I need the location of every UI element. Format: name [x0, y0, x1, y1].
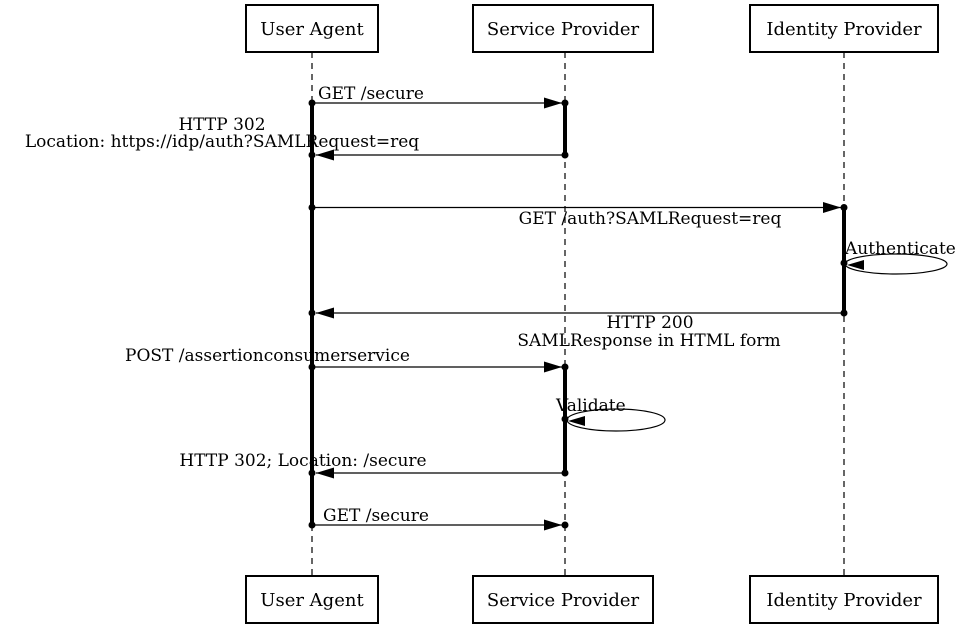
actor-label: Service Provider	[487, 19, 640, 40]
message-get-auth-samlrequest: GET /auth?SAMLRequest=req	[308, 202, 848, 229]
message-http-302-location-secure: HTTP 302; Location: /secure	[179, 451, 569, 479]
actor-head-service-provider: Service Provider	[472, 4, 654, 53]
message-label-line2: Location: https://idp/auth?SAMLRequest=r…	[25, 132, 419, 152]
arrowhead-icon	[544, 519, 562, 531]
actor-box	[749, 575, 939, 624]
endpoint-dot	[840, 309, 848, 317]
message-label: POST /assertionconsumerservice	[125, 346, 410, 366]
arrowhead-icon	[823, 202, 841, 213]
endpoint-dot	[308, 204, 316, 211]
actor-box	[749, 4, 939, 53]
actor-foot-user-agent: User Agent	[245, 575, 379, 624]
actor-label: Identity Provider	[766, 590, 922, 611]
message-get-secure-2: GET /secure	[308, 506, 569, 531]
message-label: GET /secure	[323, 506, 429, 526]
endpoint-dot	[561, 99, 569, 107]
endpoint-dot	[308, 151, 316, 159]
actor-head-user-agent: User Agent	[245, 4, 379, 53]
message-label: Authenticate	[844, 239, 956, 259]
actor-foot-identity-provider: Identity Provider	[749, 575, 939, 624]
endpoint-dot	[561, 151, 569, 159]
arrowhead-icon	[568, 416, 585, 426]
actor-label: Identity Provider	[766, 19, 922, 40]
message-http-200-samlresponse: HTTP 200 SAMLResponse in HTML form	[308, 307, 848, 351]
actor-label: User Agent	[260, 590, 364, 611]
endpoint-dot	[308, 521, 316, 529]
endpoint-dot	[308, 469, 316, 477]
actor-box	[245, 4, 379, 53]
message-http-302-redirect: HTTP 302 Location: https://idp/auth?SAML…	[25, 115, 569, 161]
actor-label: User Agent	[260, 19, 364, 40]
endpoint-dot	[561, 363, 569, 371]
endpoint-dot	[308, 99, 316, 107]
self-message-validate: Validate	[555, 396, 666, 432]
actor-box	[245, 575, 379, 624]
message-label: GET /auth?SAMLRequest=req	[519, 209, 782, 229]
arrowhead-icon	[847, 260, 864, 270]
self-message-authenticate: Authenticate	[840, 239, 956, 275]
actor-head-identity-provider: Identity Provider	[749, 4, 939, 53]
arrowhead-icon	[544, 97, 562, 109]
endpoint-dot	[308, 309, 316, 317]
endpoint-dot	[561, 521, 569, 529]
endpoint-dot	[561, 469, 569, 477]
actor-box	[472, 575, 654, 624]
message-label: Validate	[555, 396, 626, 416]
arrowhead-icon	[316, 149, 334, 161]
message-get-secure-1: GET /secure	[308, 84, 569, 109]
message-label-line1: HTTP 302	[178, 115, 265, 135]
endpoint-dot	[561, 415, 569, 423]
arrowhead-icon	[544, 361, 562, 373]
arrowhead-icon	[316, 467, 334, 479]
endpoint-dot	[308, 363, 316, 371]
message-label-line2: SAMLResponse in HTML form	[517, 331, 780, 351]
arrowhead-icon	[316, 307, 334, 319]
message-label-line1: HTTP 200	[606, 313, 693, 333]
actor-foot-service-provider: Service Provider	[472, 575, 654, 624]
endpoint-dot	[840, 204, 848, 211]
message-label: GET /secure	[318, 84, 424, 104]
message-post-acs: POST /assertionconsumerservice	[125, 346, 569, 373]
actor-box	[472, 4, 654, 53]
actor-label: Service Provider	[487, 590, 640, 611]
endpoint-dot	[840, 259, 848, 267]
message-label: HTTP 302; Location: /secure	[179, 451, 426, 471]
